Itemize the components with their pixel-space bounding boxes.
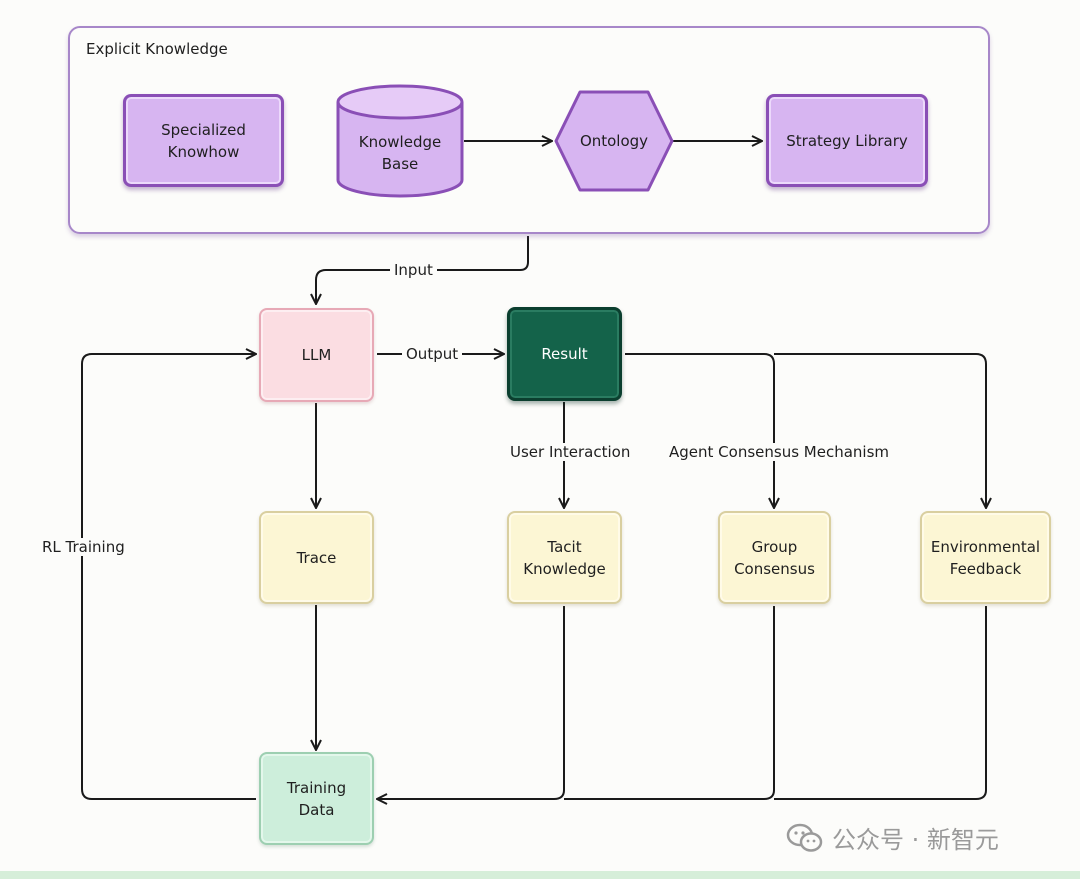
result-node[interactable]: Result [507, 307, 622, 401]
wechat-icon [786, 823, 823, 852]
training-data-label: Training Data [286, 778, 347, 819]
knowledge-base-label: Knowledge Base [358, 133, 442, 173]
knowledge-base-cylinder[interactable] [336, 84, 464, 198]
tacit-knowledge-label: Tacit Knowledge [523, 537, 606, 578]
tacit-knowledge-node[interactable]: Tacit Knowledge [507, 511, 622, 604]
environmental-feedback-label: Environmental Feedback [930, 537, 1041, 578]
llm-label: LLM [301, 346, 332, 364]
watermark: 公众号 · 新智元 [786, 820, 999, 855]
strategy-library-node[interactable]: Strategy Library [766, 94, 928, 187]
edge-group-to-training [564, 606, 775, 800]
specialized-knowhow-node[interactable]: Specialized Knowhow [123, 94, 284, 187]
agent-consensus-edge-label: Agent Consensus Mechanism [665, 443, 893, 461]
rl-training-edge-label: RL Training [38, 538, 129, 556]
trace-label: Trace [296, 548, 337, 567]
edge-environment-to-training [774, 606, 987, 800]
explicit-knowledge-group [68, 26, 990, 234]
user-interaction-edge-label: User Interaction [506, 443, 635, 461]
knowledge-base-node[interactable]: Knowledge Base [338, 118, 462, 188]
strategy-library-label: Strategy Library [786, 131, 908, 150]
input-edge-label: Input [390, 261, 437, 279]
environmental-feedback-node[interactable]: Environmental Feedback [920, 511, 1051, 604]
footer-bar [0, 871, 1080, 879]
edge-result-to-environment [774, 353, 986, 507]
specialized-knowhow-label: Specialized Knowhow [161, 120, 246, 161]
edge-result-to-group [625, 353, 774, 507]
output-edge-label: Output [402, 345, 463, 363]
trace-node[interactable]: Trace [259, 511, 374, 604]
llm-node[interactable]: LLM [259, 308, 374, 402]
ontology-hexagon[interactable] [554, 90, 674, 192]
edge-tacit-to-training [378, 606, 565, 799]
training-data-node[interactable]: Training Data [259, 752, 374, 845]
group-consensus-node[interactable]: Group Consensus [718, 511, 831, 604]
result-label: Result [541, 345, 588, 363]
group-consensus-label: Group Consensus [734, 537, 815, 578]
watermark-text: 公众号 · 新智元 [832, 826, 999, 854]
explicit-knowledge-title: Explicit Knowledge [86, 40, 228, 58]
edge-rl-training [81, 354, 256, 800]
ontology-node[interactable]: Ontology [556, 92, 672, 190]
ontology-label: Ontology [579, 132, 649, 150]
